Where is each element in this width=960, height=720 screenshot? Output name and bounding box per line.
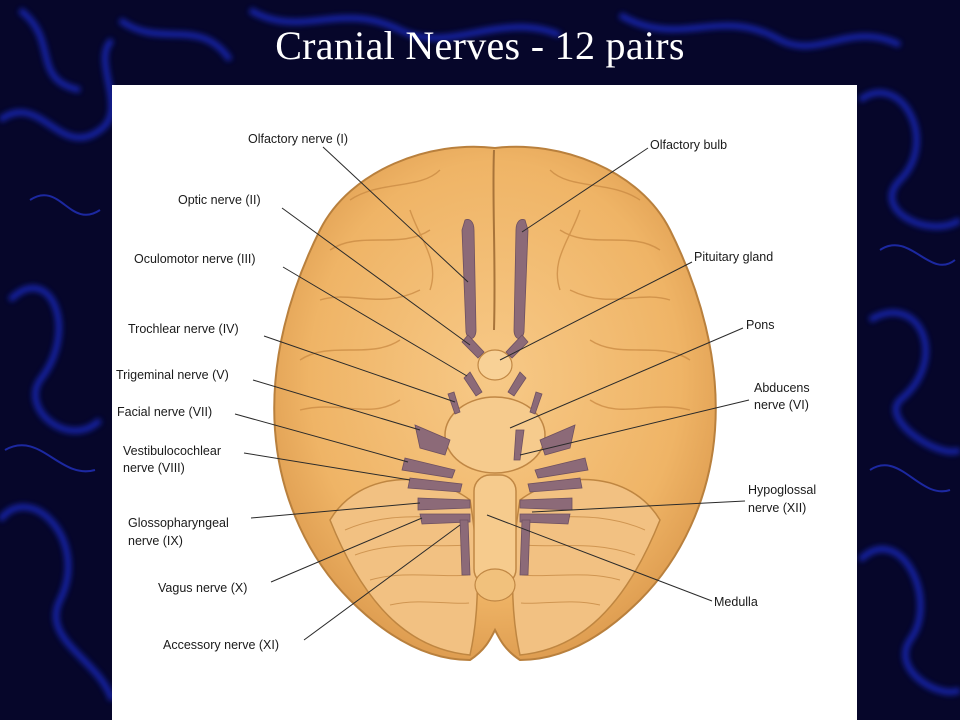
label-pituitary-gland: Pituitary gland bbox=[694, 250, 773, 265]
label-trochlear-nerve: Trochlear nerve (IV) bbox=[128, 322, 239, 337]
label-abducens-nerve-line1: Abducens bbox=[754, 381, 810, 396]
label-abducens-nerve-line2: nerve (VI) bbox=[754, 398, 809, 413]
label-vagus-nerve: Vagus nerve (X) bbox=[158, 581, 247, 596]
label-glossopharyngeal-nerve-line1: Glossopharyngeal bbox=[128, 516, 229, 531]
label-glossopharyngeal-nerve-line2: nerve (IX) bbox=[128, 534, 183, 549]
label-oculomotor-nerve: Oculomotor nerve (III) bbox=[134, 252, 256, 267]
label-pons: Pons bbox=[746, 318, 775, 333]
label-accessory-nerve: Accessory nerve (XI) bbox=[163, 638, 279, 653]
label-olfactory-nerve: Olfactory nerve (I) bbox=[248, 132, 348, 147]
pituitary-shape bbox=[478, 350, 512, 380]
slide-title: Cranial Nerves - 12 pairs bbox=[0, 22, 960, 69]
pons-shape bbox=[445, 397, 545, 473]
label-hypoglossal-nerve-line2: nerve (XII) bbox=[748, 501, 806, 516]
brain-diagram bbox=[112, 85, 857, 720]
label-trigeminal-nerve: Trigeminal nerve (V) bbox=[116, 368, 229, 383]
label-olfactory-bulb: Olfactory bulb bbox=[650, 138, 727, 153]
diagram-panel: Olfactory nerve (I) Optic nerve (II) Ocu… bbox=[112, 85, 857, 720]
label-vestibulocochlear-nerve-line1: Vestibulocochlear bbox=[123, 444, 221, 459]
label-facial-nerve: Facial nerve (VII) bbox=[117, 405, 212, 420]
label-vestibulocochlear-nerve-line2: nerve (VIII) bbox=[123, 461, 185, 476]
label-medulla: Medulla bbox=[714, 595, 758, 610]
label-hypoglossal-nerve-line1: Hypoglossal bbox=[748, 483, 816, 498]
label-optic-nerve: Optic nerve (II) bbox=[178, 193, 261, 208]
